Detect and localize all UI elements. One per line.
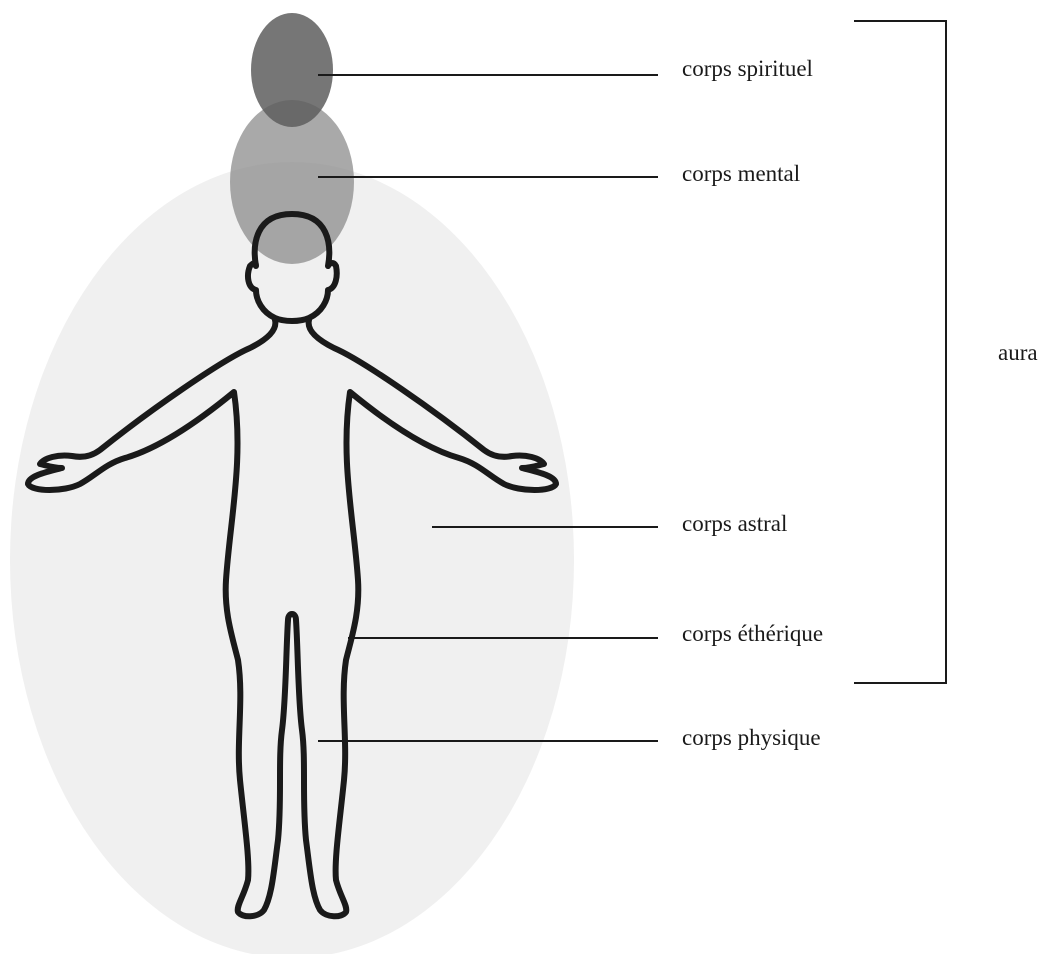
label-mental-body: corps mental [682, 161, 800, 186]
label-astral-body: corps astral [682, 511, 787, 536]
label-physical-body: corps physique [682, 725, 821, 750]
aura-bracket [854, 21, 946, 683]
label-etheric-body: corps éthérique [682, 621, 823, 646]
astral-body-ellipse [10, 162, 574, 954]
label-aura: aura [998, 340, 1038, 365]
label-spiritual-body: corps spirituel [682, 56, 813, 81]
spiritual-body-ellipse [251, 13, 333, 127]
